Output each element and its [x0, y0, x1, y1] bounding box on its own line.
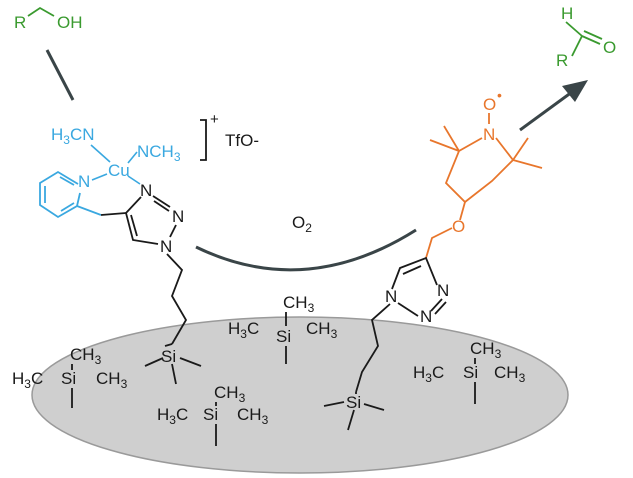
- copper-label: Cu: [108, 161, 130, 180]
- reactant-bonds: [27, 6, 55, 17]
- left-linker-si-methyl-2: [179, 357, 202, 367]
- counterion-label: TfO-: [225, 131, 259, 150]
- silica-surface: [31, 316, 569, 474]
- reactant-alcohol: R OH: [14, 6, 83, 32]
- product-co-bond-2: [583, 30, 603, 40]
- tms-group-3: CH3 H3C Si CH3: [157, 383, 269, 446]
- right-linker-si-methyl-1: [323, 401, 345, 407]
- silyl-groups: Si Si CH3 H3C Si CH3 CH3 H3C Si CH3: [12, 293, 526, 446]
- pyridine-double-2: [60, 202, 75, 212]
- product-co-bond-1: [581, 35, 601, 45]
- right-triazole-nn-2: [434, 301, 447, 315]
- right-linker-si-methyl-3: [347, 409, 355, 431]
- right-triazole-n3-label: N: [385, 287, 397, 306]
- right-triazole: N N N: [355, 256, 449, 393]
- cu-pyridine-bond: [91, 173, 108, 181]
- triazole-n2-label: N: [172, 207, 184, 226]
- tms-group-2: CH3 H3C Si CH3: [228, 293, 338, 364]
- tempo-moiety: N O • O: [425, 87, 543, 259]
- pyridine-ring: [39, 170, 81, 219]
- tms2-top-methyl: CH3: [283, 293, 315, 315]
- triazole-pyridine-bond: [100, 212, 127, 216]
- oxygen-label: O2: [292, 213, 312, 235]
- tms2-si: Si: [276, 327, 291, 346]
- tempo-methyl-1: [429, 139, 460, 152]
- tms1-right-methyl: CH3: [96, 369, 128, 391]
- copper-complex: H3CN NCH3 Cu N: [39, 125, 181, 219]
- cu-triazole-bond: [127, 175, 141, 185]
- left-linker-si-methyl-3: [171, 363, 177, 385]
- tempo-ether-bond: [459, 201, 466, 221]
- tms1-left-methyl: H3C: [12, 369, 43, 391]
- left-triazole: N N N: [100, 181, 188, 345]
- right-triazole-n1-label: N: [437, 281, 449, 300]
- triazole-nn-bond-3: [169, 224, 177, 238]
- tms2-right-methyl: CH3: [306, 319, 338, 341]
- tempo-methyl-3: [512, 159, 543, 169]
- pyridine-n-label: N: [78, 172, 90, 191]
- triazole-nn-bond-2: [153, 200, 170, 212]
- right-linker-si-methyl-2: [363, 403, 385, 411]
- tms-group-1: CH3 H3C Si CH3: [12, 345, 128, 408]
- tms4-si: Si: [463, 363, 478, 382]
- tms3-left-methyl: H3C: [157, 405, 188, 427]
- reactant-oh-label: OH: [57, 13, 83, 32]
- oxygen-arc: [195, 228, 417, 272]
- tms3-si: Si: [203, 405, 218, 424]
- left-linker-si-bond: [164, 343, 173, 347]
- right-triazole-ring: [391, 256, 438, 290]
- reactant-approach-line: [45, 49, 75, 101]
- tms1-si: Si: [61, 369, 76, 388]
- triazole-cc-double: [130, 214, 138, 237]
- tempo-methyl-2: [443, 125, 460, 152]
- right-triazole-n2-label: N: [420, 307, 432, 326]
- pyridine-double-3: [59, 176, 75, 186]
- product-o-label: O: [603, 38, 616, 57]
- triazole-nn-bond-1: [152, 195, 171, 208]
- acetonitrile-right-label: NCH3: [137, 142, 181, 164]
- charge-plus: +: [210, 111, 219, 128]
- right-triazole-nn-3: [397, 302, 419, 317]
- charge-bracket: + TfO-: [200, 111, 259, 161]
- product-arrow-head: [562, 80, 588, 102]
- product-r-label: R: [556, 51, 568, 70]
- product-h-label: H: [561, 4, 573, 23]
- tms3-right-methyl: CH3: [237, 405, 269, 427]
- charge-bracket-line: [200, 119, 207, 161]
- tms4-left-methyl: H3C: [413, 363, 444, 385]
- product-ch-bond: [565, 21, 583, 37]
- product-arrow-shaft: [519, 90, 573, 132]
- triazole-ring-left: [125, 196, 159, 245]
- tms1-top-methyl: CH3: [70, 345, 102, 367]
- tempo-n-label: N: [483, 125, 495, 144]
- tempo-radical-dot: •: [497, 87, 502, 103]
- triazole-n1-label: N: [140, 181, 152, 200]
- tms-group-4: CH3 H3C Si CH3: [413, 339, 526, 404]
- right-propyl-linker: [355, 303, 391, 393]
- tms4-top-methyl: CH3: [470, 339, 502, 361]
- tms4-right-methyl: CH3: [494, 363, 526, 385]
- product-cr-bond: [571, 35, 583, 57]
- cu-ligand-bond-left: [90, 144, 111, 163]
- left-linker-si-label: Si: [161, 347, 176, 366]
- reactant-r-label: R: [14, 13, 26, 32]
- product-aldehyde: H R O: [556, 4, 616, 70]
- right-triazole-nn-1: [430, 298, 443, 312]
- right-triazole-cc-double: [402, 265, 422, 275]
- acetonitrile-left-label: H3CN: [51, 125, 95, 147]
- tms2-left-methyl: H3C: [228, 319, 259, 341]
- tms3-top-methyl: CH3: [214, 383, 246, 405]
- tempo-ether-o-label: O: [452, 217, 465, 236]
- left-linker-si-methyl-1: [144, 357, 164, 367]
- tempo-methyl-4: [512, 137, 529, 161]
- tempo-methylene-link: [425, 227, 453, 259]
- cu-ligand-bond-right: [127, 151, 138, 164]
- tempo-o-label: O: [483, 95, 496, 114]
- pyridine-triazole-link: [76, 205, 102, 216]
- triazole-n3-label: N: [160, 237, 172, 256]
- right-linker-si-label: Si: [346, 393, 361, 412]
- left-propyl-linker: [166, 253, 188, 345]
